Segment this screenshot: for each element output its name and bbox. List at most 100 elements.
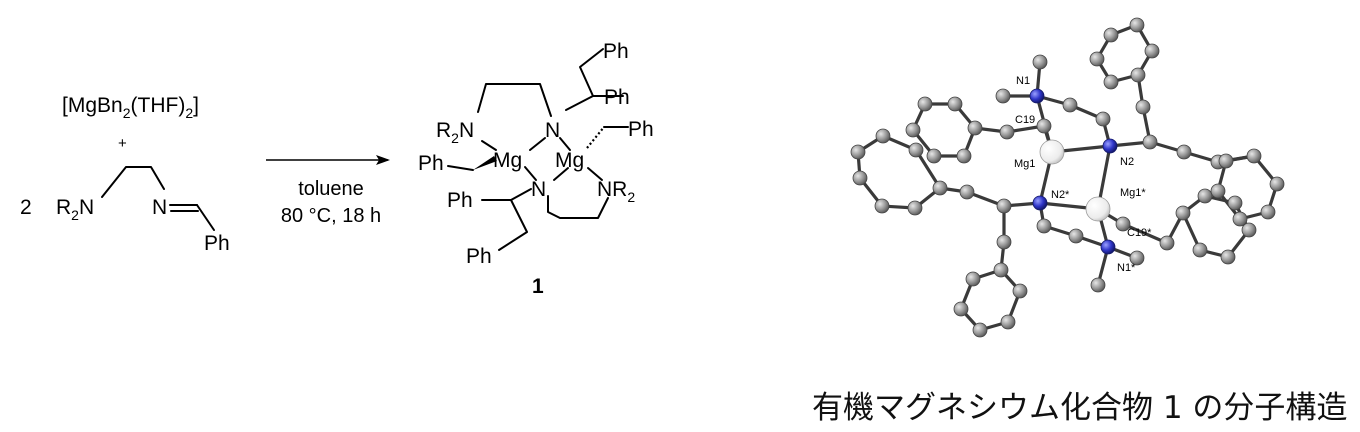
- figure-caption: 有機マグネシウム化合物 1 の分子構造: [812, 390, 1348, 426]
- ligand-imine-double-bond: [169, 204, 199, 212]
- carbon-atom-da6: [965, 271, 981, 287]
- amine-nr2-lower: NR2: [597, 178, 635, 205]
- phenyl-bottom: Ph: [466, 245, 492, 268]
- phenyl-right: Ph: [628, 118, 654, 141]
- carbon-atom-ua4: [1103, 27, 1119, 43]
- carbon-atom-a3: [917, 96, 933, 112]
- carbon-atom-c4: [1241, 222, 1257, 238]
- bond-mg-right-nr2: [587, 167, 603, 181]
- label-c19-star: C19*: [1127, 227, 1152, 239]
- ligand-ethylene-bond: [101, 166, 165, 198]
- carbon-atom-ch1: [1142, 134, 1158, 150]
- carbon-atom-da2: [1012, 283, 1028, 299]
- carbon-atom-ra3: [1260, 204, 1276, 220]
- product-structure: Ph Ph R2N N Mg Mg Ph Ph N NR2 Ph Ph 1: [418, 40, 654, 298]
- compound-label: 1: [532, 275, 544, 298]
- carbon-atom-da5: [953, 301, 969, 317]
- plus-sign: +: [118, 135, 127, 152]
- bond-n-mg-right: [559, 137, 571, 151]
- lower-ethylene-bond: [547, 195, 609, 219]
- carbon-atom-ua2: [1144, 43, 1160, 59]
- ligand-amine-group: R2N: [56, 196, 94, 223]
- carbon-atom-m2: [995, 88, 1011, 104]
- phenyl-left-benzyl: Ph: [418, 152, 444, 175]
- carbon-atom-ua5: [1089, 51, 1105, 67]
- phenyl-top: Ph: [603, 40, 629, 63]
- bond-mg-right-n-lower: [553, 167, 569, 181]
- label-n2: N2: [1120, 156, 1134, 168]
- carbon-atom-C19s: [1115, 216, 1131, 232]
- magnesium-left: Mg: [493, 149, 522, 172]
- carbon-atom-la7: [908, 142, 924, 158]
- carbon-atom-a6: [956, 148, 972, 164]
- bond-n-mg-left: [529, 137, 546, 151]
- carbon-atom-ub: [1135, 99, 1151, 115]
- carbon-atom-ua6: [1103, 74, 1119, 90]
- ligand-imine-nitrogen: N: [152, 196, 167, 219]
- amide-nitrogen-lower: N: [531, 178, 546, 201]
- crystal-structure: N1 C19 Mg1 N2 N2* Mg1* C19* N1*: [850, 17, 1285, 338]
- phenyl-upper: Ph: [604, 86, 630, 109]
- label-c19: C19: [1015, 114, 1035, 126]
- carbon-atom-e1: [1062, 97, 1078, 113]
- label-mg1: Mg1: [1014, 158, 1035, 170]
- amide-nitrogen-upper: N: [545, 119, 560, 142]
- carbon-atom-e4: [1036, 218, 1052, 234]
- wedge-benzyl-bond: [473, 156, 497, 170]
- solvent-label: toluene: [298, 178, 364, 200]
- carbon-atom-a2: [947, 96, 963, 112]
- benzyl-ch2-bond-left: [447, 165, 474, 171]
- nitrogen-atom-N1s: [1100, 239, 1116, 255]
- nitrogen-atom-N2s: [1032, 195, 1048, 211]
- carbon-atom-a4: [905, 122, 921, 138]
- carbon-atom-la6: [875, 128, 891, 144]
- carbon-atom-da1: [993, 262, 1009, 278]
- bond-la7-la1: [914, 148, 942, 190]
- label-mg1-star: Mg1*: [1120, 187, 1146, 199]
- carbon-atom-ra5: [1210, 183, 1226, 199]
- temperature-time-label: 80 °C, 18 h: [281, 205, 381, 227]
- crystal-atoms: [850, 17, 1285, 338]
- crystal-atom-labels: N1 C19 Mg1 N2 N2* Mg1* C19* N1*: [1014, 75, 1152, 274]
- carbon-atom-da3: [1000, 314, 1016, 330]
- lower-n-ch-bond: [510, 188, 532, 201]
- carbon-atom-C19: [1036, 118, 1052, 134]
- carbon-atom-e2: [1095, 111, 1111, 127]
- carbon-atom-c3: [1227, 195, 1243, 211]
- label-n1-star: N1*: [1117, 262, 1136, 274]
- carbon-atom-la3: [874, 198, 890, 214]
- carbon-atom-c1: [1175, 205, 1191, 221]
- carbon-atom-lb: [959, 184, 975, 200]
- ligand-phenyl-bond: [196, 204, 215, 231]
- carbon-atom-c2: [1197, 188, 1213, 204]
- nitrogen-atom-N1: [1029, 88, 1045, 104]
- stoichiometric-coefficient: 2: [20, 196, 32, 219]
- upper-n-ch-bond: [565, 95, 594, 111]
- carbon-atom-la2: [907, 200, 923, 216]
- carbon-atom-da4: [972, 322, 988, 338]
- label-n2-star: N2*: [1051, 189, 1070, 201]
- lower-benzyl-bond: [498, 199, 528, 251]
- carbon-atom-a5: [926, 148, 942, 164]
- reagent-formula: [MgBn2(THF)2]: [62, 94, 199, 121]
- carbon-atom-ch2: [996, 198, 1012, 214]
- carbon-atom-c5: [1220, 249, 1236, 265]
- carbon-atom-db: [996, 234, 1012, 250]
- label-n1: N1: [1016, 75, 1030, 87]
- carbon-atom-ra1: [1246, 148, 1262, 164]
- carbon-atom-ra2: [1269, 176, 1285, 192]
- carbon-atom-c6: [1192, 242, 1208, 258]
- amine-r2n-upper: R2N: [436, 119, 474, 146]
- carbon-atom-m3: [1129, 250, 1145, 266]
- upper-ethylene-bond: [477, 83, 552, 117]
- carbon-atom-la1: [932, 180, 948, 196]
- carbon-atom-b2: [1159, 235, 1175, 251]
- bond-n-mg-left-upper: [481, 140, 497, 151]
- carbon-atom-rb1: [1176, 144, 1192, 160]
- carbon-atom-ua3: [1129, 17, 1145, 33]
- magnesium-atom-Mg1: [1039, 139, 1065, 165]
- magnesium-right: Mg: [555, 149, 584, 172]
- upper-benzyl-bond: [579, 48, 604, 97]
- crystal-bonds: [856, 23, 1279, 332]
